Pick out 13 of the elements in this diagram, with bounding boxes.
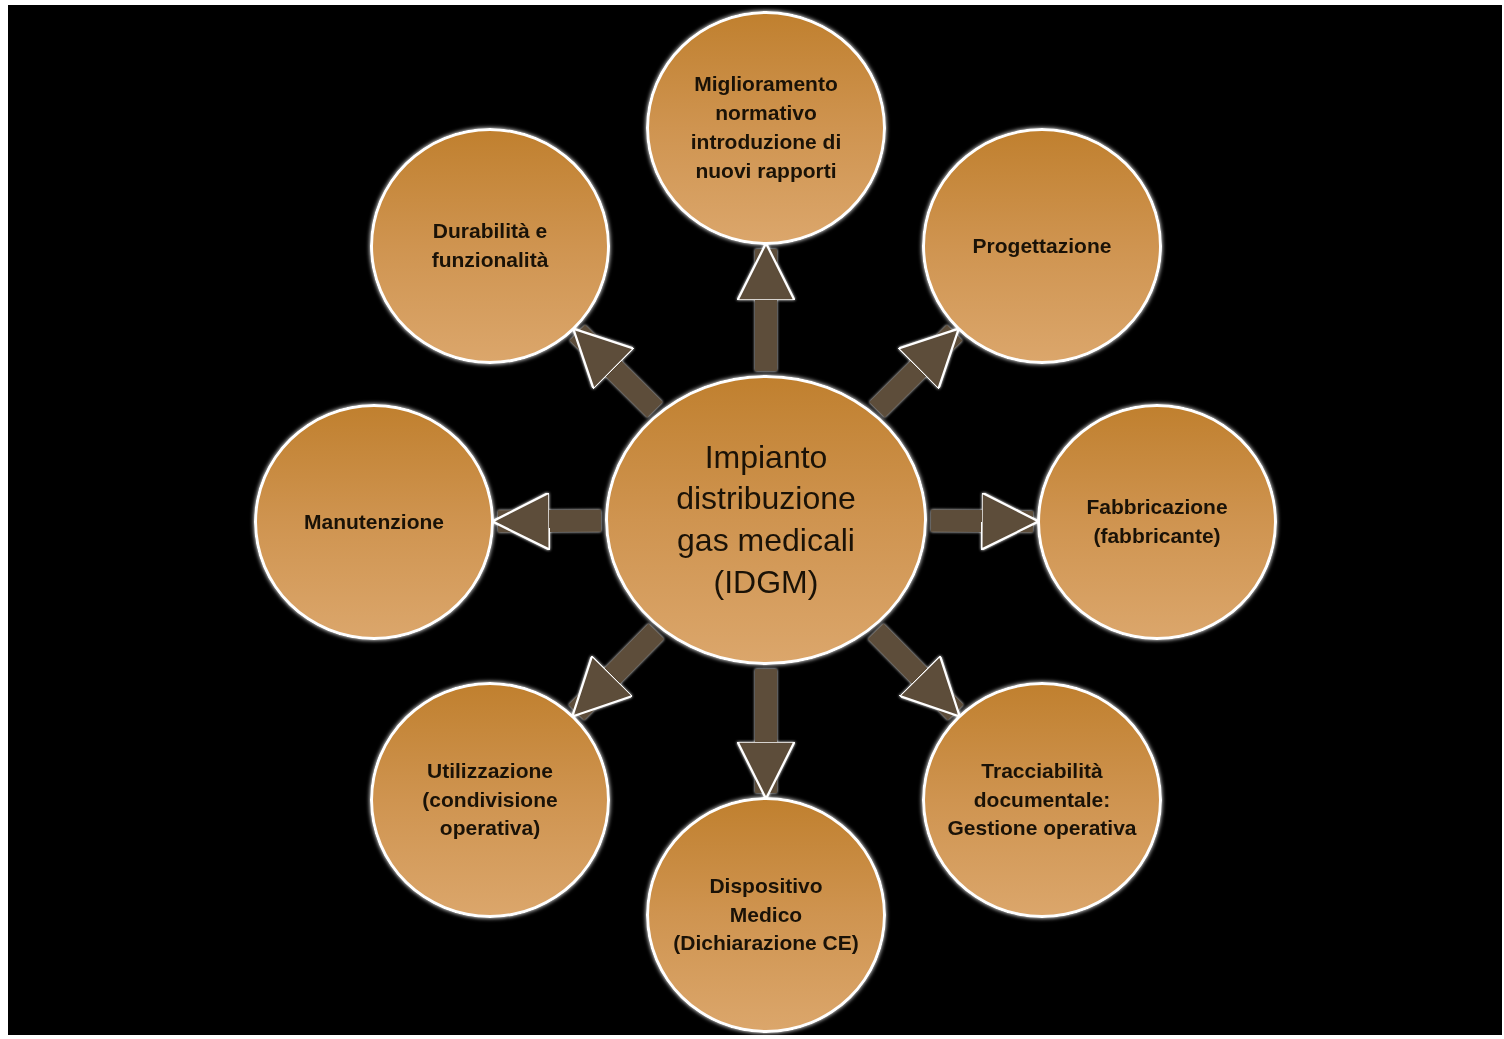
node-label: Progettazione [971,232,1113,259]
node-label: Manutenzione [303,508,445,535]
node-label: Miglioramento normativo introduzione di nuovi rapporti [689,71,843,184]
node-label: Utilizzazione (condivisione operativa) [421,757,559,842]
block-arrow [869,324,963,418]
node-label: Durabilità e funzionalità [430,218,550,273]
block-arrow [568,623,665,721]
block-arrow [867,623,964,721]
node-label: Impianto distribuzione gas medicali (IDGM) [675,437,857,602]
node-label: Dispositivo Medico (Dichiarazione CE) [672,872,860,957]
node-label: Fabbricazione (fabbricante) [1085,494,1229,549]
node-label: Tracciabilità documentale: Gestione operativa [946,757,1138,842]
block-arrow [569,324,663,418]
